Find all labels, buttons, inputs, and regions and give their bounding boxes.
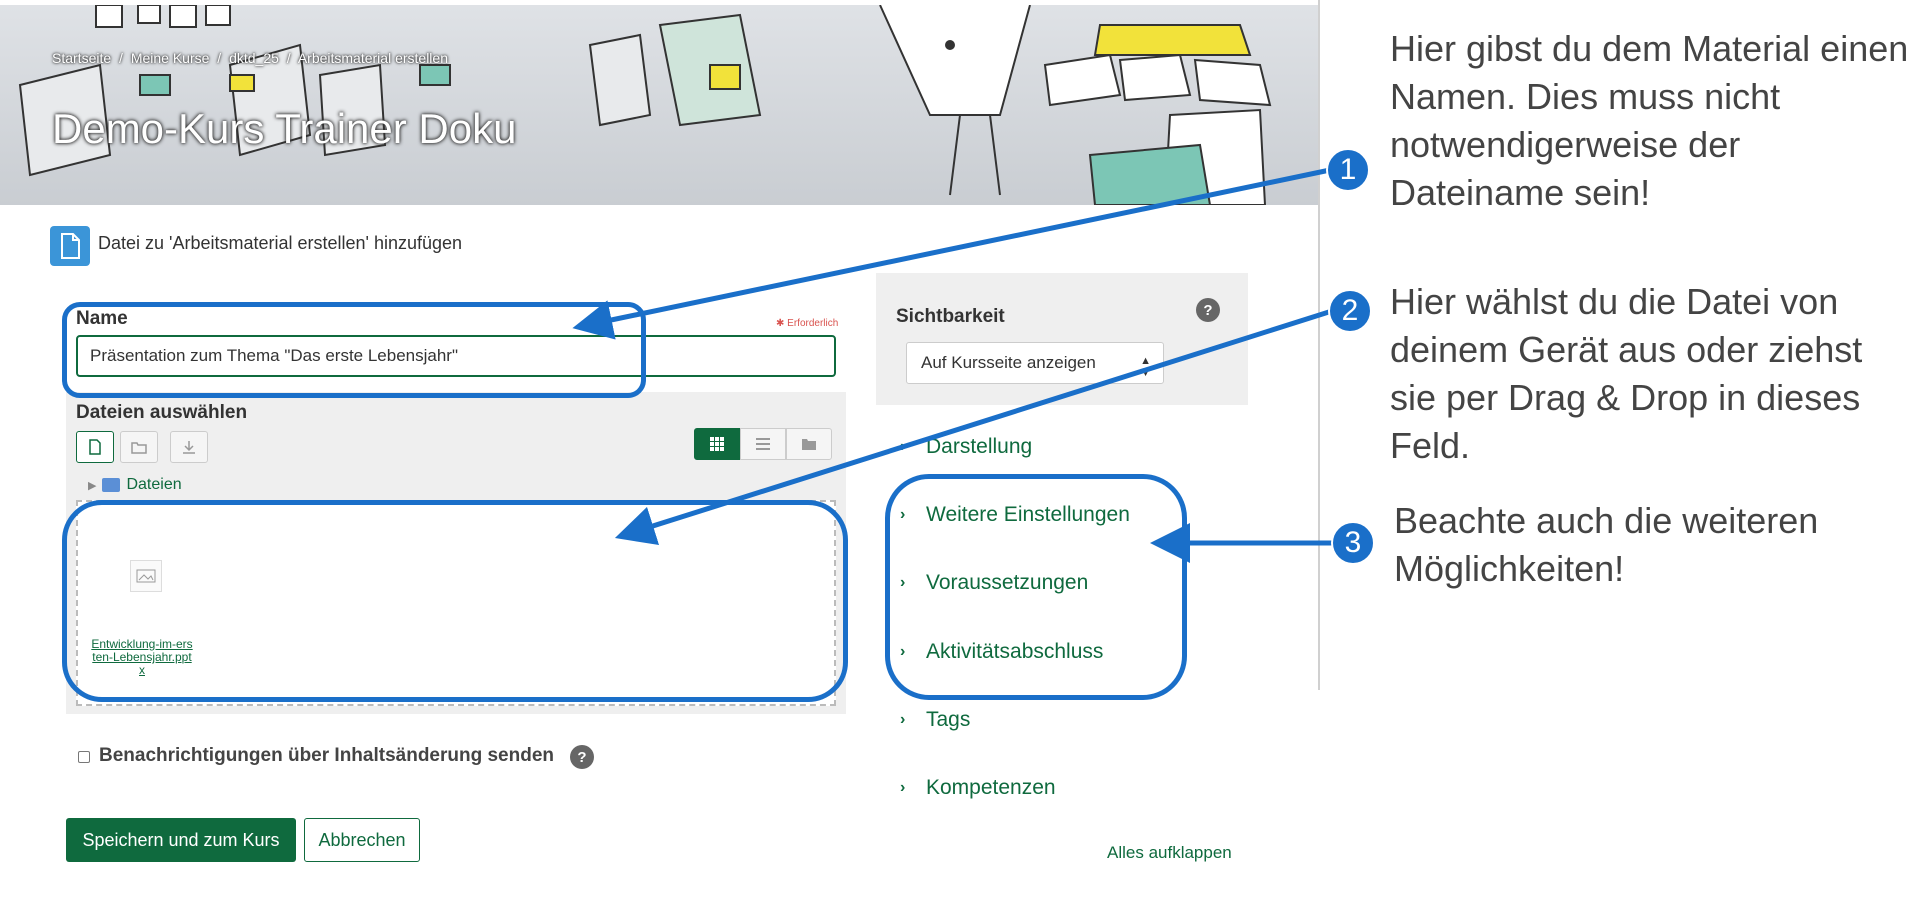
- section-label: Darstellung: [926, 435, 1033, 458]
- breadcrumb-separator: /: [286, 50, 291, 66]
- annotation-note-1: Hier gibst du dem Material einen Namen. …: [1390, 28, 1909, 213]
- save-and-return-button[interactable]: Speichern und zum Kurs: [66, 818, 296, 862]
- breadcrumb-separator: /: [217, 50, 222, 66]
- section-tags[interactable]: › Tags: [900, 708, 970, 732]
- visibility-select[interactable]: Auf Kursseite anzeigen ▲▼: [906, 342, 1164, 384]
- section-aktivitaetsabschluss[interactable]: › Aktivitätsabschluss: [900, 640, 1103, 664]
- select-arrow-icon: ▲▼: [1140, 355, 1151, 379]
- folder-label: Dateien: [126, 476, 182, 493]
- breadcrumb-home[interactable]: Startseite: [52, 50, 112, 66]
- divider: [1318, 0, 1320, 690]
- section-voraussetzungen[interactable]: › Voraussetzungen: [900, 571, 1088, 595]
- chevron-right-icon: ›: [900, 643, 906, 660]
- create-folder-button[interactable]: [120, 431, 158, 463]
- visibility-selected: Auf Kursseite anzeigen: [921, 353, 1096, 372]
- help-icon[interactable]: ?: [1196, 298, 1220, 322]
- folder-icon: [102, 478, 121, 492]
- course-title: Demo-Kurs Trainer Doku: [52, 105, 517, 152]
- course-banner: Startseite / Meine Kurse / dktd_25 / Arb…: [0, 5, 1320, 205]
- list-icon: [756, 438, 770, 450]
- page-title: Datei zu 'Arbeitsmaterial erstellen' hin…: [98, 233, 463, 253]
- folder-icon: [131, 442, 147, 454]
- view-tree-button[interactable]: [786, 428, 832, 460]
- annotation-number-3: 3: [1331, 521, 1375, 565]
- download-button[interactable]: [170, 431, 208, 463]
- section-label: Kompetenzen: [926, 776, 1056, 799]
- annotation-note-3: Beachte auch die weiteren Möglichkeiten!: [1394, 500, 1819, 589]
- section-kompetenzen[interactable]: › Kompetenzen: [900, 776, 1056, 800]
- file-icon: [50, 226, 90, 266]
- chevron-right-icon: ›: [900, 574, 906, 591]
- annotation-number-1: 1: [1326, 148, 1370, 192]
- highlight-files: [62, 500, 848, 702]
- view-icons-button[interactable]: [694, 428, 740, 460]
- section-label: Aktivitätsabschluss: [926, 640, 1104, 663]
- file-thumbnail-icon: [136, 569, 156, 583]
- chevron-right-icon: ›: [900, 779, 906, 796]
- section-darstellung[interactable]: › Darstellung: [900, 435, 1032, 459]
- annotation-number-2: 2: [1328, 289, 1372, 333]
- required-hint: ✱ Erforderlich: [776, 318, 839, 329]
- section-label: Voraussetzungen: [926, 571, 1089, 594]
- section-label: Tags: [926, 708, 971, 731]
- add-file-button[interactable]: [76, 431, 114, 463]
- breadcrumb-separator: /: [119, 50, 123, 66]
- grid-icon: [710, 437, 724, 451]
- visibility-panel: [876, 273, 1248, 405]
- highlight-sections: [885, 474, 1187, 700]
- visibility-label: Sichtbarkeit: [896, 306, 1005, 327]
- file-name-link[interactable]: Entwicklung-im-ersten-Lebensjahr.pptx: [91, 637, 193, 677]
- chevron-right-icon: ›: [900, 438, 906, 455]
- breadcrumb: Startseite / Meine Kurse / dktd_25 / Arb…: [52, 50, 452, 66]
- breadcrumb-course[interactable]: dktd_25: [229, 50, 279, 66]
- required-label: Erforderlich: [787, 318, 839, 329]
- file-icon: [89, 439, 101, 455]
- breadcrumb-current[interactable]: Arbeitsmaterial erstellen: [297, 50, 448, 66]
- highlight-name: [62, 302, 646, 398]
- name-label: Name: [76, 308, 128, 329]
- view-list-button[interactable]: [740, 428, 786, 460]
- files-label: Dateien auswählen: [76, 402, 248, 423]
- notify-checkbox[interactable]: [78, 751, 90, 763]
- folder-tree-item[interactable]: ▶ Dateien: [88, 476, 182, 494]
- download-icon: [183, 441, 195, 454]
- cancel-button[interactable]: Abbrechen: [304, 818, 420, 862]
- expand-all-link[interactable]: Alles aufklappen: [1107, 843, 1232, 862]
- image-icon[interactable]: [130, 560, 162, 592]
- chevron-right-icon: ›: [900, 711, 906, 728]
- folder-icon: [802, 439, 816, 450]
- expand-triangle-icon[interactable]: ▶: [88, 479, 97, 492]
- annotation-note-2: Hier wählst du die Datei von deinem Gerä…: [1390, 281, 1863, 466]
- help-icon[interactable]: ?: [570, 745, 594, 769]
- notify-label: Benachrichtigungen über Inhaltsänderung …: [99, 745, 554, 766]
- breadcrumb-my-courses[interactable]: Meine Kurse: [130, 50, 210, 66]
